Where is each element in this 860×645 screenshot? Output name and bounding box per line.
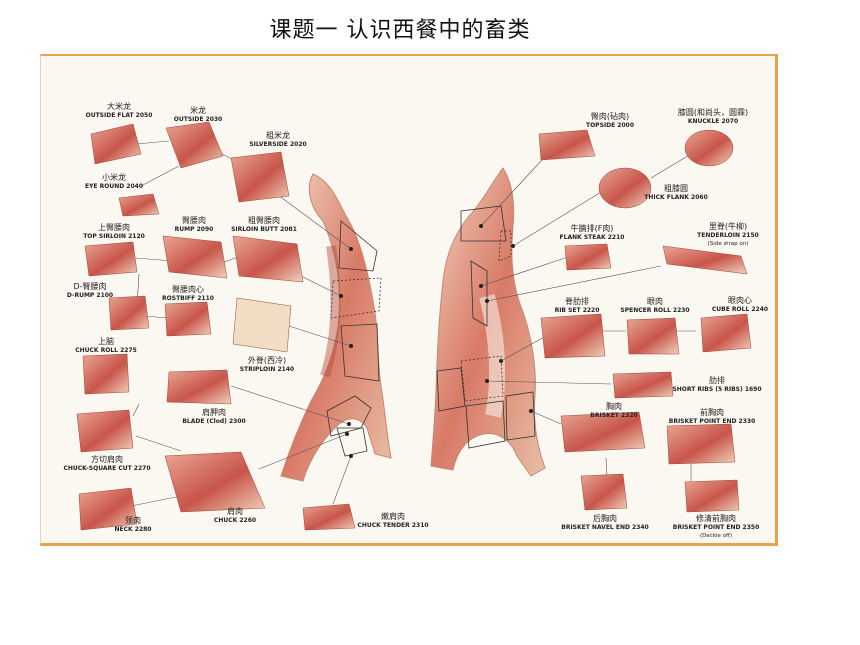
cut-rump — [162, 235, 228, 279]
cut-thick-flank — [598, 167, 652, 209]
cut-d-rump — [108, 295, 150, 331]
cut-silverside — [230, 151, 290, 203]
cut-blade — [166, 369, 232, 405]
beef-cuts-illustration — [76, 121, 752, 531]
label-flank-steak: 牛腩排(F肉)FLANK STEAK 2210 — [559, 224, 625, 241]
cut-rostbiff — [164, 301, 212, 337]
cut-chuck-tender — [302, 503, 356, 531]
cut-outside-flat — [90, 123, 142, 165]
label-topside: 臀肉(砧肉)TOPSIDE 2000 — [585, 112, 634, 129]
cut-sirloin-butt — [232, 235, 304, 283]
cut-eye-round — [118, 193, 160, 217]
cut-knuckle — [684, 129, 734, 167]
cut-tenderloin — [662, 245, 748, 275]
label-tenderloin: 里脊(牛柳)TENDERLOIN 2150(Side strap on) — [697, 222, 759, 247]
cut-top-sirloin — [84, 241, 138, 277]
label-knuckle: 膝圆(和尚头，圆霖)KNUCKLE 2070 — [677, 108, 749, 125]
cut-brisket — [560, 411, 646, 453]
cut-flank-steak — [564, 243, 612, 271]
cut-chuck-roll — [82, 353, 130, 395]
cut-neck — [78, 487, 138, 531]
cut-chuck-square — [76, 409, 134, 453]
cut-striploin — [232, 297, 292, 353]
cut-rib-set — [540, 313, 606, 359]
cut-outside — [165, 121, 224, 169]
cut-brisket-point-deckle — [684, 479, 740, 513]
cut-topside — [538, 129, 596, 161]
cut-short-ribs — [612, 371, 674, 399]
cut-cube-roll — [700, 313, 752, 353]
cut-spencer-roll — [626, 317, 680, 355]
label-striploin: 外脊(西冷)STRIPLOIN 2140 — [239, 356, 295, 373]
cut-brisket-navel-end — [580, 473, 628, 511]
cut-chuck — [164, 451, 266, 513]
cut-brisket-point-end — [666, 423, 736, 465]
page-title: 课题一 认识西餐中的畜类 — [269, 18, 531, 43]
